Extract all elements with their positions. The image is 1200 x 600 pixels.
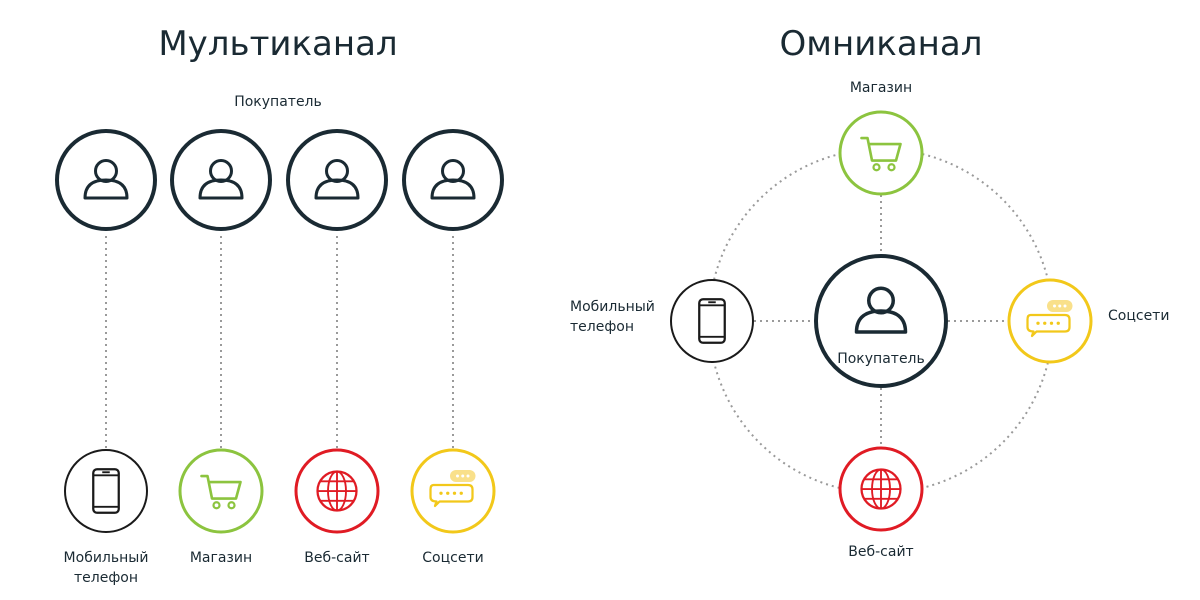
multichannel-channels	[64, 448, 496, 534]
channel-social	[410, 448, 496, 534]
channel-web	[294, 448, 380, 534]
channel-phone	[64, 449, 148, 533]
buyer-2	[170, 129, 272, 231]
omni-channel-store	[838, 110, 924, 196]
buyer-1	[55, 129, 157, 231]
multichannel-title: Мультиканал	[158, 24, 397, 64]
multichannel-connectors	[105, 236, 454, 450]
buyer-4	[402, 129, 504, 231]
omni-label-store: Магазин	[850, 80, 912, 96]
omni-channel-social	[1007, 278, 1093, 364]
multichannel-buyers	[55, 129, 504, 231]
omni-label-web: Веб-сайт	[848, 544, 913, 560]
multichannel-buyer-label: Покупатель	[234, 94, 322, 110]
label-phone-line1: Мобильный	[64, 550, 149, 566]
label-store: Магазин	[190, 550, 252, 566]
omni-channel-web	[838, 446, 924, 532]
omni-label-phone-line1: Мобильный	[570, 299, 655, 315]
omni-label-social: Соцсети	[1108, 308, 1169, 324]
label-social: Соцсети	[422, 550, 483, 566]
omni-label-phone-line2: телефон	[570, 319, 634, 335]
omnichannel-spokes	[754, 195, 1008, 447]
globe-icon	[316, 470, 358, 512]
buyer-3	[286, 129, 388, 231]
channel-store	[178, 448, 264, 534]
label-web: Веб-сайт	[304, 550, 369, 566]
omnichannel-buyer-label: Покупатель	[837, 351, 925, 367]
omni-channel-phone	[670, 279, 754, 363]
label-phone-line2: телефон	[74, 570, 138, 586]
omnichannel-buyer	[814, 254, 948, 388]
omnichannel-title: Омниканал	[780, 24, 983, 64]
globe-icon	[860, 468, 902, 510]
